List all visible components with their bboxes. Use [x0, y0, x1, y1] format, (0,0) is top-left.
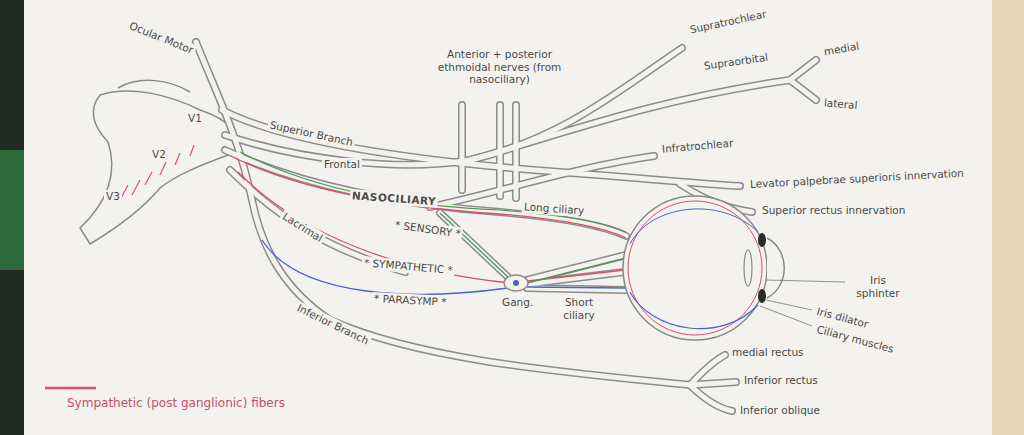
nerve-label: NASOCILIARY: [350, 189, 439, 208]
nerve-label: Supratrochlear: [687, 7, 770, 36]
nerve-label: V2: [150, 148, 168, 161]
nerve-label: Superior Branch: [267, 118, 356, 149]
nerve-label: Inferior oblique: [738, 404, 822, 417]
nerve-label: medial rectus: [730, 346, 806, 359]
legend-text: Sympathetic (post ganglionic) fibers: [65, 396, 287, 410]
nerve-label: Frontal: [322, 158, 362, 171]
nerve-label: V3: [104, 190, 122, 203]
nerve-label: lateral: [821, 96, 860, 112]
nerve-label: Gang.: [500, 296, 535, 309]
nerve-label: Ocular Motor: [126, 18, 198, 57]
nerve-label: Infratrochlear: [659, 136, 735, 155]
nerve-label: Inferior rectus: [742, 374, 820, 387]
nerve-label: Superior rectus innervation: [760, 204, 907, 217]
nerve-label: Levator palpebrae superioris innervation: [748, 167, 966, 191]
nerve-label: Lacrimal: [279, 209, 327, 246]
nerve-label: Inferior Branch: [293, 301, 372, 348]
nerve-label: V1: [186, 112, 204, 125]
nerve-label: Short ciliary: [555, 296, 603, 321]
nerve-label: Iris sphinter: [850, 274, 906, 299]
nerve-label: medial: [821, 39, 862, 58]
nerve-label: Supraorbital: [701, 51, 771, 73]
nerve-label: Anterior + posterior ethmoidal nerves (f…: [430, 48, 569, 86]
nerve-label: * PARASYMP *: [372, 292, 449, 309]
